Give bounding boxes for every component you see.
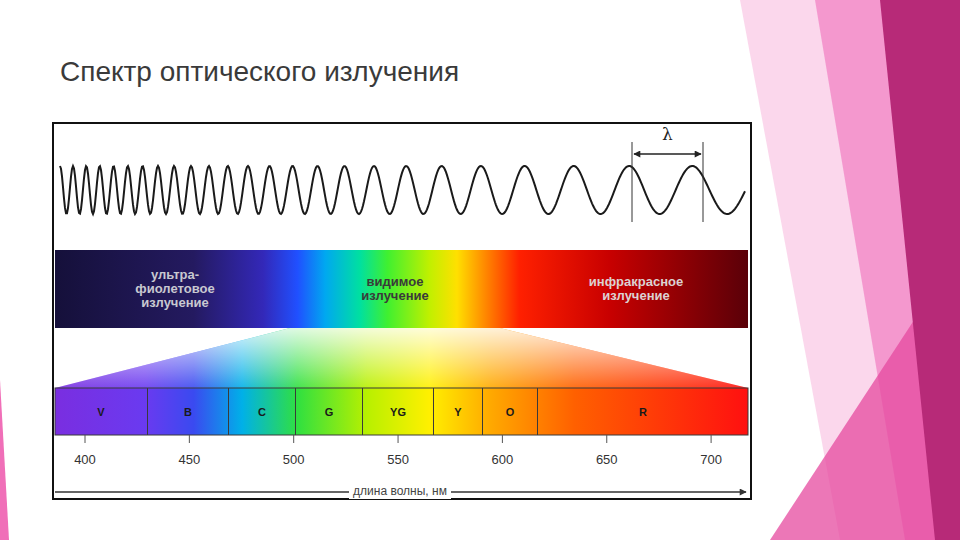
color-segment: Y: [433, 388, 482, 435]
tick-group: [85, 435, 711, 443]
color-segment: V: [55, 388, 147, 435]
spectrum-band: [55, 250, 748, 328]
region-label: видимое излучение: [350, 275, 440, 303]
color-segment: O: [482, 388, 537, 435]
color-letter: B: [184, 406, 192, 418]
spectrum-region: видимое излучение: [295, 250, 495, 328]
visible-fan: [55, 328, 748, 388]
region-label: инфракрасное излучение: [571, 275, 701, 303]
axis-title: длина волны, нм: [349, 484, 451, 499]
figure-frame: [53, 123, 751, 499]
spectrum-region: инфракрасное излучение: [525, 250, 747, 328]
visible-fan-fade: [55, 328, 748, 388]
region-label: ультра- фиолетовое излучение: [120, 268, 230, 310]
color-segment: G: [295, 388, 362, 435]
decor-shape: [0, 380, 9, 540]
axis-number: 500: [283, 452, 305, 468]
color-bar: [55, 388, 748, 435]
color-letter: YG: [390, 406, 406, 418]
color-segment: C: [228, 388, 295, 435]
color-letter: Y: [454, 406, 461, 418]
axis-number: 650: [596, 452, 618, 468]
tick-mark: [711, 435, 712, 443]
color-segment: YG: [362, 388, 433, 435]
color-letter: V: [97, 406, 104, 418]
tick-mark: [502, 435, 503, 443]
tick-mark: [606, 435, 607, 443]
wavelength-mark: [703, 142, 704, 222]
tick-mark: [293, 435, 294, 443]
axis-number: 400: [74, 452, 96, 468]
axis-number: 600: [492, 452, 514, 468]
wavelength-arrow: [634, 153, 701, 155]
tick-mark: [85, 435, 86, 443]
axis-number: 700: [700, 452, 722, 468]
tick-mark: [398, 435, 399, 443]
wavelength-mark: [632, 142, 633, 222]
tick-mark: [189, 435, 190, 443]
color-segment: B: [147, 388, 228, 435]
color-letter: C: [258, 406, 266, 418]
slide-title: Спектр оптического излучения: [60, 56, 459, 88]
spectrum-region: ультра- фиолетовое излучение: [55, 250, 295, 328]
wavelength-symbol: λ: [662, 124, 673, 144]
color-segment: R: [537, 388, 748, 435]
color-letter: O: [506, 406, 515, 418]
wave-line: [60, 166, 745, 214]
axis-number: 550: [387, 452, 409, 468]
color-letter: R: [639, 406, 647, 418]
decor-shape: [880, 0, 960, 540]
color-letter: G: [325, 406, 334, 418]
decor-shape: [740, 0, 960, 540]
axis-number: 450: [178, 452, 200, 468]
